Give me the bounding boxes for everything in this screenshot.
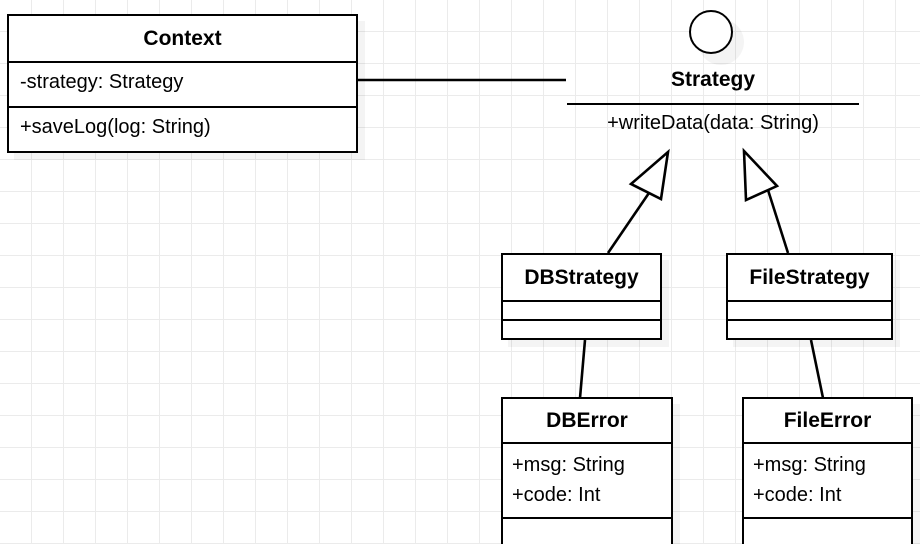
class-operations-fileerror (744, 517, 911, 544)
class-box-dberror[interactable]: DBError +msg: String +code: Int (501, 397, 673, 544)
class-attributes-dberror: +msg: String +code: Int (503, 442, 671, 517)
class-attributes-dbstrategy (503, 300, 660, 319)
attribute-row: +code: Int (753, 484, 842, 507)
class-attributes-fileerror: +msg: String +code: Int (744, 442, 911, 517)
attribute-row: +msg: String (753, 454, 866, 477)
interface-strategy[interactable]: Strategy +writeData(data: String) (565, 8, 861, 148)
edge-filestrategy-fileerror[interactable] (809, 339, 825, 399)
circle-glyph (689, 10, 733, 54)
attribute-row: +msg: String (512, 454, 625, 477)
class-name-dberror: DBError (546, 408, 628, 432)
class-box-dbstrategy[interactable]: DBStrategy (501, 253, 662, 340)
attribute-row: +code: Int (512, 484, 601, 507)
interface-name-strategy: Strategy (670, 68, 756, 91)
hollow-triangle-arrowhead-filestrategy (742, 147, 780, 202)
class-operations-dberror (503, 517, 671, 544)
interface-divider (567, 103, 859, 105)
edge-filestrategy-strategy-line[interactable] (766, 189, 790, 254)
class-attributes-filestrategy (728, 300, 891, 319)
class-operations-dbstrategy (503, 319, 660, 338)
edge-dbstrategy-dberror[interactable] (578, 339, 587, 399)
class-name-filestrategy: FileStrategy (749, 265, 870, 289)
class-operations-context: +saveLog(log: String) (9, 106, 356, 151)
attribute-row: -strategy: Strategy (20, 71, 184, 93)
class-operations-filestrategy (728, 319, 891, 338)
class-box-fileerror[interactable]: FileError +msg: String +code: Int (742, 397, 913, 544)
class-box-filestrategy[interactable]: FileStrategy (726, 253, 893, 340)
class-name-dbstrategy: DBStrategy (524, 265, 639, 289)
hollow-triangle-arrowhead-dbstrategy (628, 148, 670, 201)
class-name-context: Context (143, 26, 222, 50)
operation-row: +saveLog(log: String) (20, 116, 211, 138)
interface-operation-row: +writeData(data: String) (607, 112, 819, 134)
interface-circle-icon (689, 10, 744, 65)
class-name-fileerror: FileError (783, 408, 872, 432)
class-box-context[interactable]: Context -strategy: Strategy +saveLog(log… (7, 14, 358, 153)
edge-dbstrategy-strategy-line[interactable] (606, 189, 653, 254)
class-attributes-context: -strategy: Strategy (9, 61, 356, 106)
